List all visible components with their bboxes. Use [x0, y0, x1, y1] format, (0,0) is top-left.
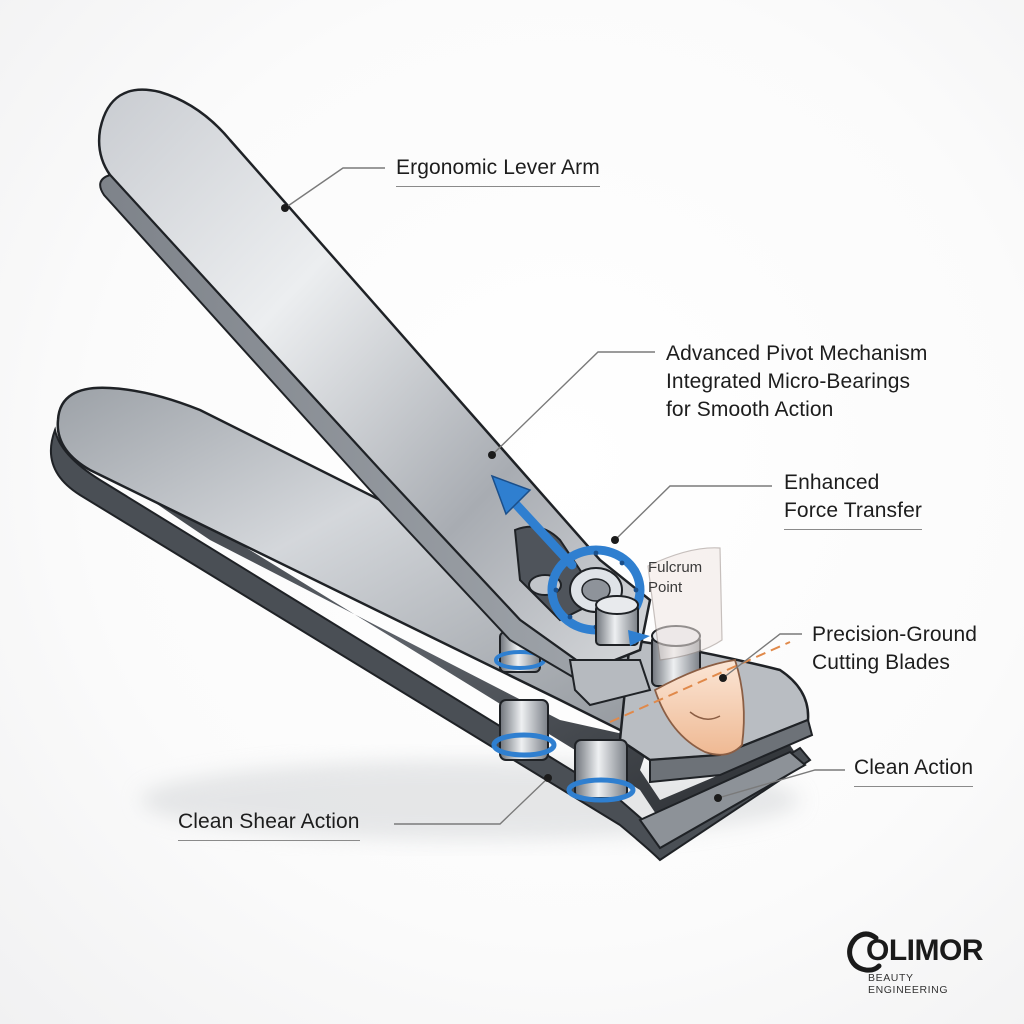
callout-clean-shear-action: Clean Shear Action [178, 808, 360, 841]
logo-c-icon [847, 931, 882, 973]
callout-line: Precision-Ground [812, 623, 978, 646]
nail-tip [653, 659, 745, 756]
anchor-dots [281, 204, 727, 802]
upper-lever-arm [97, 88, 652, 672]
callout-precision-blades: Precision-Ground Cutting Blades [812, 621, 977, 677]
fulcrum-plate [647, 547, 723, 661]
callout-line: Ergonomic Lever Arm [396, 156, 600, 179]
callout-enhanced-force: Enhanced Force Transfer [784, 469, 922, 530]
callout-line: Cutting Blades [812, 651, 950, 674]
callout-line: Force Transfer [784, 499, 922, 522]
force-arrow-icon [490, 474, 577, 570]
callout-line: Enhanced [784, 471, 880, 494]
callout-advanced-pivot: Advanced Pivot Mechanism Integrated Micr… [666, 340, 928, 424]
callout-ergonomic-lever-arm: Ergonomic Lever Arm [396, 154, 600, 187]
callout-line: for Smooth Action [666, 398, 834, 421]
leader-lines [284, 167, 845, 825]
lower-arm-base [49, 426, 812, 862]
lever-tab [568, 659, 652, 707]
nail-smile [689, 711, 721, 720]
callout-line: Clean Shear Action [178, 810, 360, 833]
bottom-blade-lip [638, 750, 807, 850]
brand-logo: OLIMOR BEAUTY ENGINEERING [846, 930, 996, 996]
logo-wordmark: OLIMOR [866, 934, 984, 967]
callout-clean-action: Clean Action [854, 754, 974, 787]
callout-line: Point [648, 579, 683, 596]
logo-tagline: BEAUTY ENGINEERING [868, 972, 949, 996]
callout-line: Integrated Micro-Bearings [666, 370, 911, 393]
callout-line: Advanced Pivot Mechanism [666, 342, 928, 365]
cut-guide-line [609, 641, 791, 723]
callout-fulcrum-point: Fulcrum Point [648, 558, 702, 598]
callout-line: Fulcrum [648, 559, 703, 576]
callout-line: Clean Action [854, 756, 974, 779]
